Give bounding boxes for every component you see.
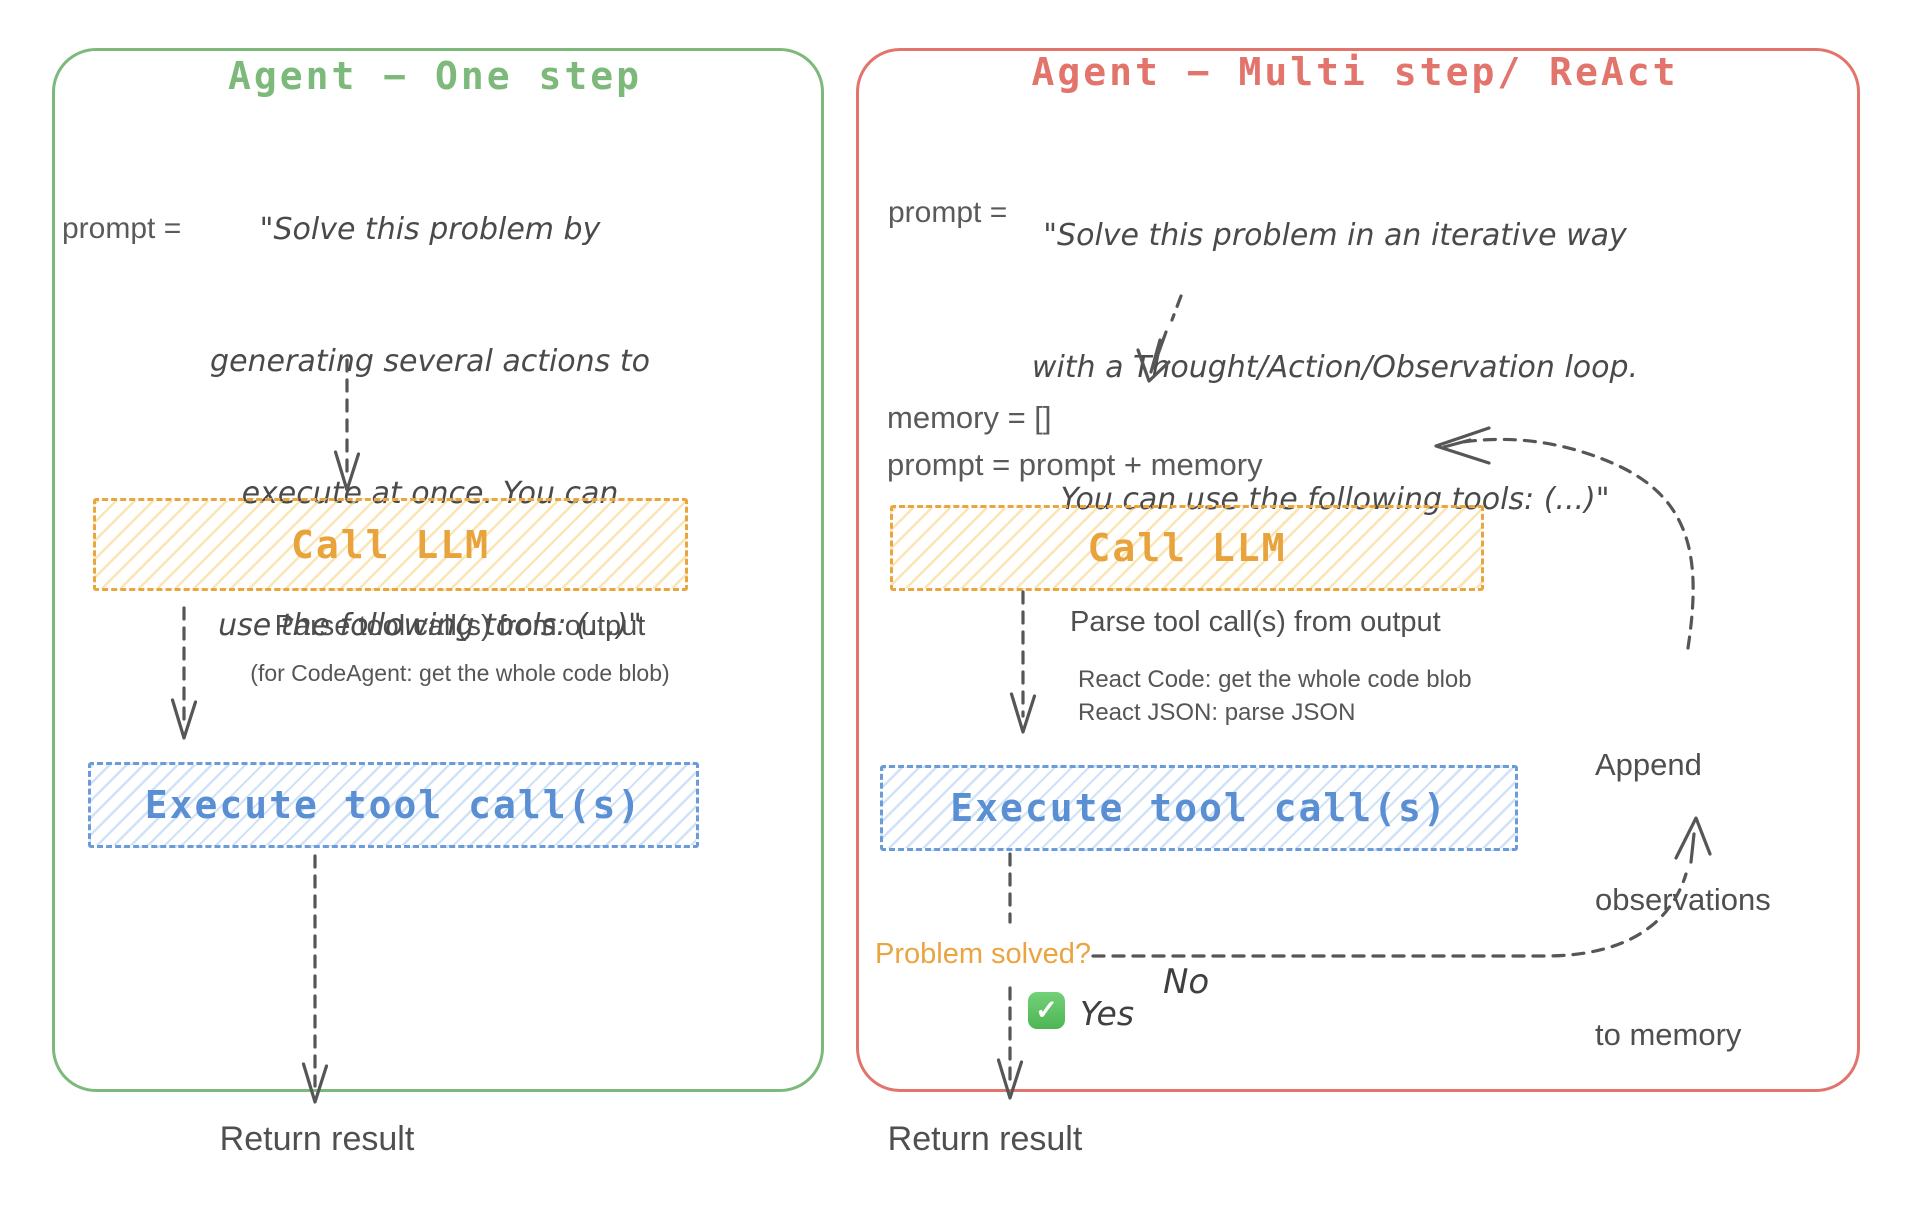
right-execute-tools-label: Execute tool call(s): [950, 786, 1448, 830]
right-execute-tools-box: Execute tool call(s): [880, 765, 1518, 851]
right-prompt-assignment-label: prompt =: [888, 196, 1008, 229]
left-return-result-label: Return result: [219, 1120, 415, 1158]
left-prompt-line: use the following tools: (...)": [218, 608, 642, 643]
append-observations-label: Append observations to memory: [1595, 652, 1771, 1147]
left-call-llm-box: Call LLM: [93, 498, 688, 591]
checkmark-glyph: ✓: [1035, 995, 1058, 1025]
prompt-plus-memory-line: prompt = prompt + memory: [887, 447, 1263, 482]
append-line: observations: [1595, 882, 1771, 917]
left-call-llm-label: Call LLM: [290, 522, 491, 567]
green-checkmark-icon: ✓: [1028, 992, 1065, 1029]
right-call-llm-box: Call LLM: [890, 505, 1484, 591]
multi-step-title: Agent − Multi step/ ReAct: [1031, 50, 1679, 94]
left-prompt-line: "Solve this problem by: [259, 212, 601, 247]
left-parse-title: Parse tool call(s) from output: [274, 610, 646, 642]
left-execute-tools-box: Execute tool call(s): [88, 762, 699, 848]
problem-solved-label: Problem solved?: [875, 938, 1091, 970]
right-return-result-label: Return result: [887, 1120, 1083, 1158]
no-branch-label: No: [1163, 962, 1210, 1002]
right-call-llm-label: Call LLM: [1087, 526, 1287, 570]
right-prompt-line: "Solve this problem in an iterative way: [1043, 218, 1627, 253]
right-parse-title: Parse tool call(s) from output: [1070, 606, 1441, 638]
yes-branch-label: Yes: [1080, 994, 1135, 1033]
left-parse-note: (for CodeAgent: get the whole code blob): [250, 660, 670, 686]
left-prompt-text: "Solve this problem by generating severa…: [150, 120, 710, 736]
left-prompt-assignment-label: prompt =: [62, 212, 182, 245]
append-line: Append: [1595, 747, 1702, 782]
right-parse-note-json: React JSON: parse JSON: [1078, 699, 1356, 726]
append-line: to memory: [1595, 1017, 1742, 1052]
one-step-title: Agent − One step: [227, 54, 643, 98]
memory-init-line: memory = []: [887, 400, 1052, 435]
right-prompt-line: with a Thought/Action/Observation loop.: [1031, 350, 1639, 385]
left-prompt-line: generating several actions to: [210, 344, 650, 379]
left-execute-tools-label: Execute tool call(s): [144, 783, 643, 827]
right-parse-note-code: React Code: get the whole code blob: [1078, 666, 1472, 693]
